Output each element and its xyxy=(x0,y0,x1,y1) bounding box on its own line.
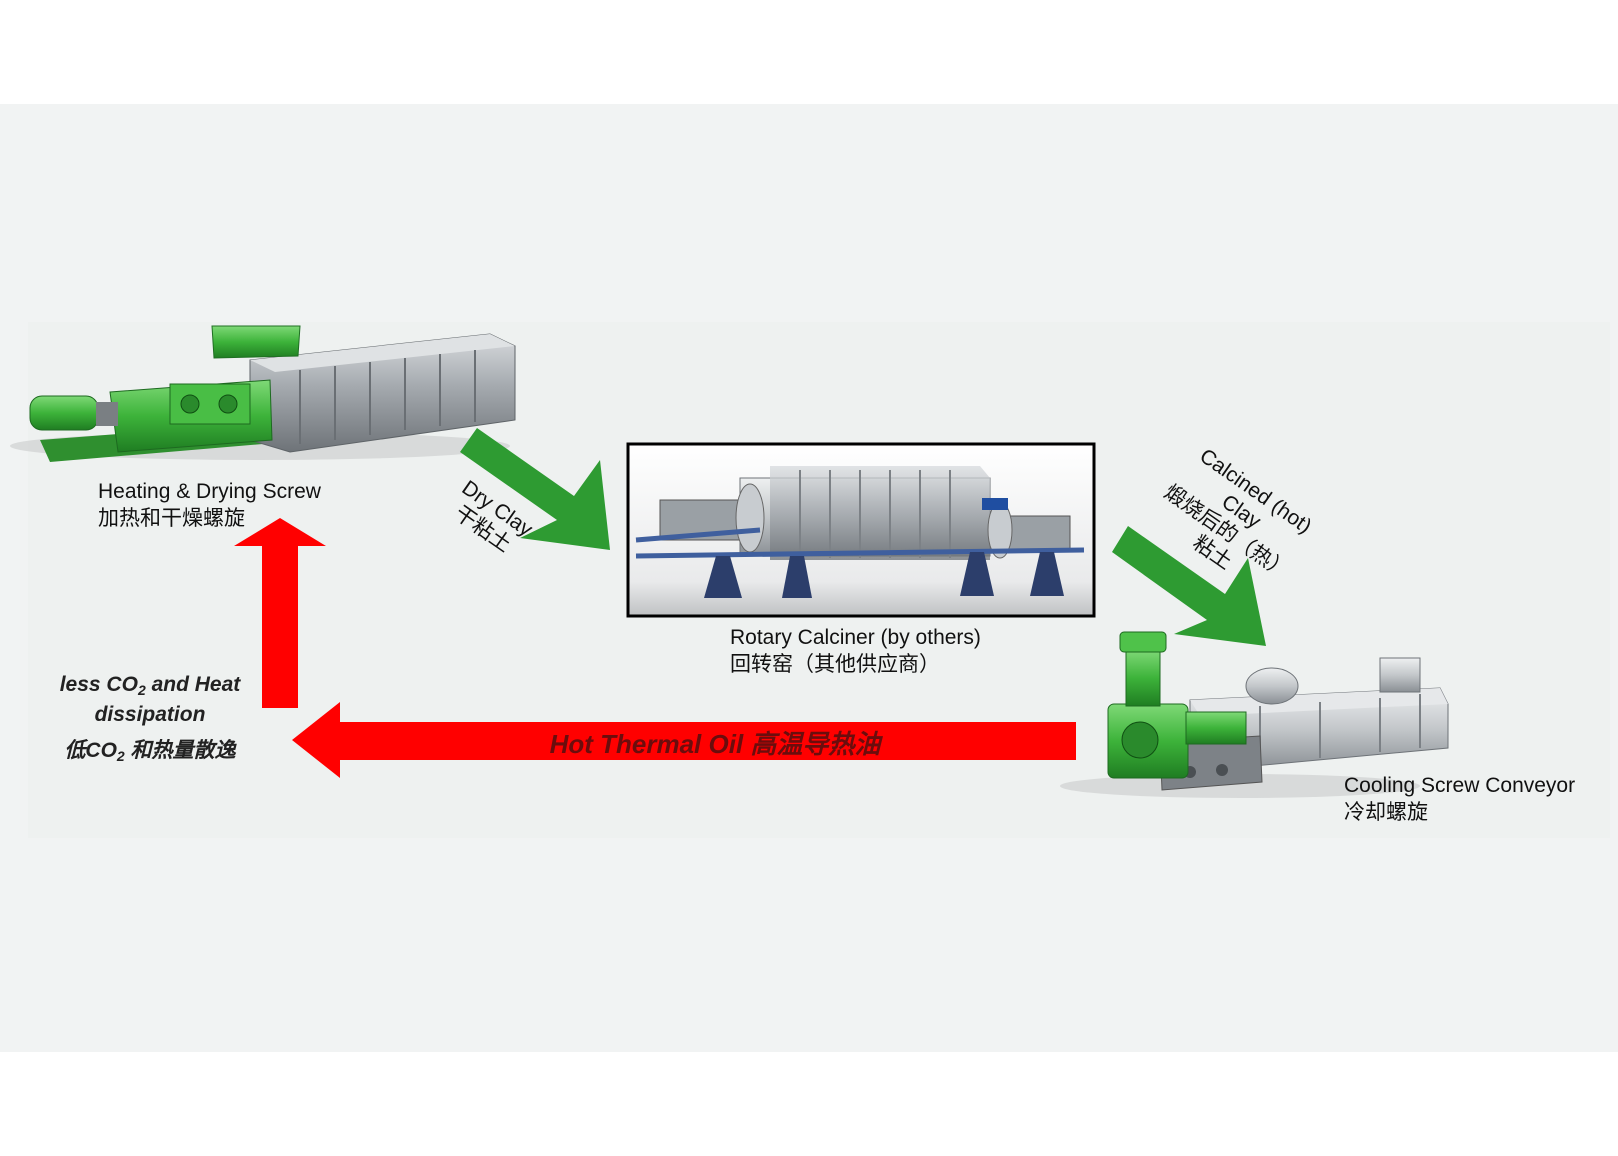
cooling-screw-conveyor-machine xyxy=(1060,631,1449,798)
calcined-clay-arrow xyxy=(1112,526,1266,646)
heat-note-line2: dissipation xyxy=(94,703,206,726)
heat-note-line1: less CO2 and Heat xyxy=(59,673,241,698)
heat-note-zh: 低CO2 和热量散逸 xyxy=(64,739,236,764)
heating-drying-screw-label: Heating & Drying Screw 加热和干燥螺旋 xyxy=(98,478,321,532)
heat-return-up-arrow xyxy=(234,518,326,708)
cooling-screw-label: Cooling Screw Conveyor 冷却螺旋 xyxy=(1344,772,1575,826)
heat-note: less CO2 and Heat dissipation 低CO2 和热量散逸 xyxy=(50,670,250,766)
cooling-screw-label-zh: 冷却螺旋 xyxy=(1344,801,1428,824)
dry-clay-arrow xyxy=(460,428,610,550)
heating-drying-screw-machine xyxy=(10,325,516,462)
hot-thermal-oil-label: Hot Thermal Oil 高温导热油 xyxy=(549,729,881,759)
heating-drying-screw-label-en: Heating & Drying Screw xyxy=(98,480,321,503)
hot-thermal-oil-arrow xyxy=(292,702,1076,778)
rotary-calciner-image xyxy=(626,442,1096,618)
cooling-screw-label-en: Cooling Screw Conveyor xyxy=(1344,774,1576,797)
rotary-calciner-label-zh: 回转窑（其他供应商） xyxy=(730,653,940,676)
rotary-calciner-label: Rotary Calciner (by others) 回转窑（其他供应商） xyxy=(730,624,981,678)
rotary-calciner-label-en: Rotary Calciner (by others) xyxy=(730,626,981,649)
heating-drying-screw-label-zh: 加热和干燥螺旋 xyxy=(98,507,245,530)
